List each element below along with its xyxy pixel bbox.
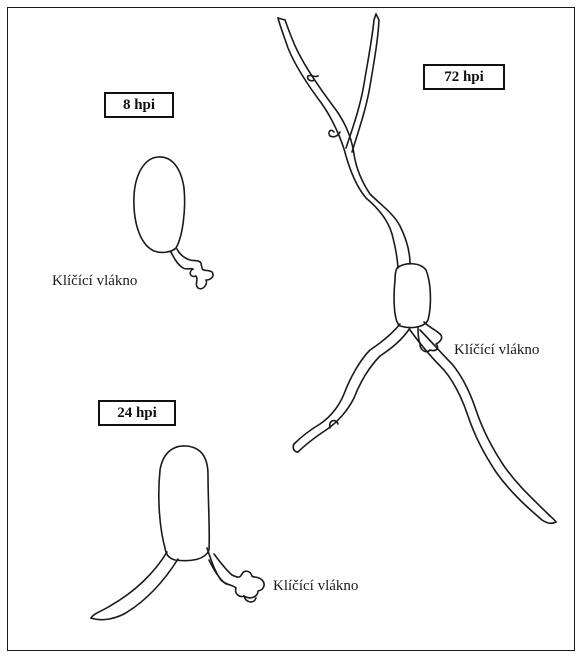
- germ-tube-24hpi: [207, 548, 264, 602]
- germ-tube-label-24hpi: Klíčící vlákno: [273, 578, 358, 595]
- hypha-24hpi-left: [91, 552, 178, 620]
- spore-8hpi: [134, 157, 185, 253]
- hypha-72hpi-upper: [278, 14, 410, 268]
- spore-72hpi: [394, 264, 430, 328]
- germ-tube-8hpi: [171, 249, 213, 289]
- spore-24hpi: [159, 446, 209, 561]
- time-label-72hpi-text: 72 hpi: [444, 69, 484, 85]
- time-label-72hpi: 72 hpi: [423, 64, 505, 90]
- time-label-24hpi-text: 24 hpi: [117, 405, 157, 421]
- hypha-72hpi-lower-left: [293, 324, 410, 452]
- time-label-8hpi-text: 8 hpi: [123, 97, 155, 113]
- time-label-8hpi: 8 hpi: [104, 92, 174, 118]
- germ-tube-label-8hpi: Klíčící vlákno: [52, 273, 137, 290]
- time-label-24hpi: 24 hpi: [98, 400, 176, 426]
- germ-tube-label-72hpi: Klíčící vlákno: [454, 342, 539, 359]
